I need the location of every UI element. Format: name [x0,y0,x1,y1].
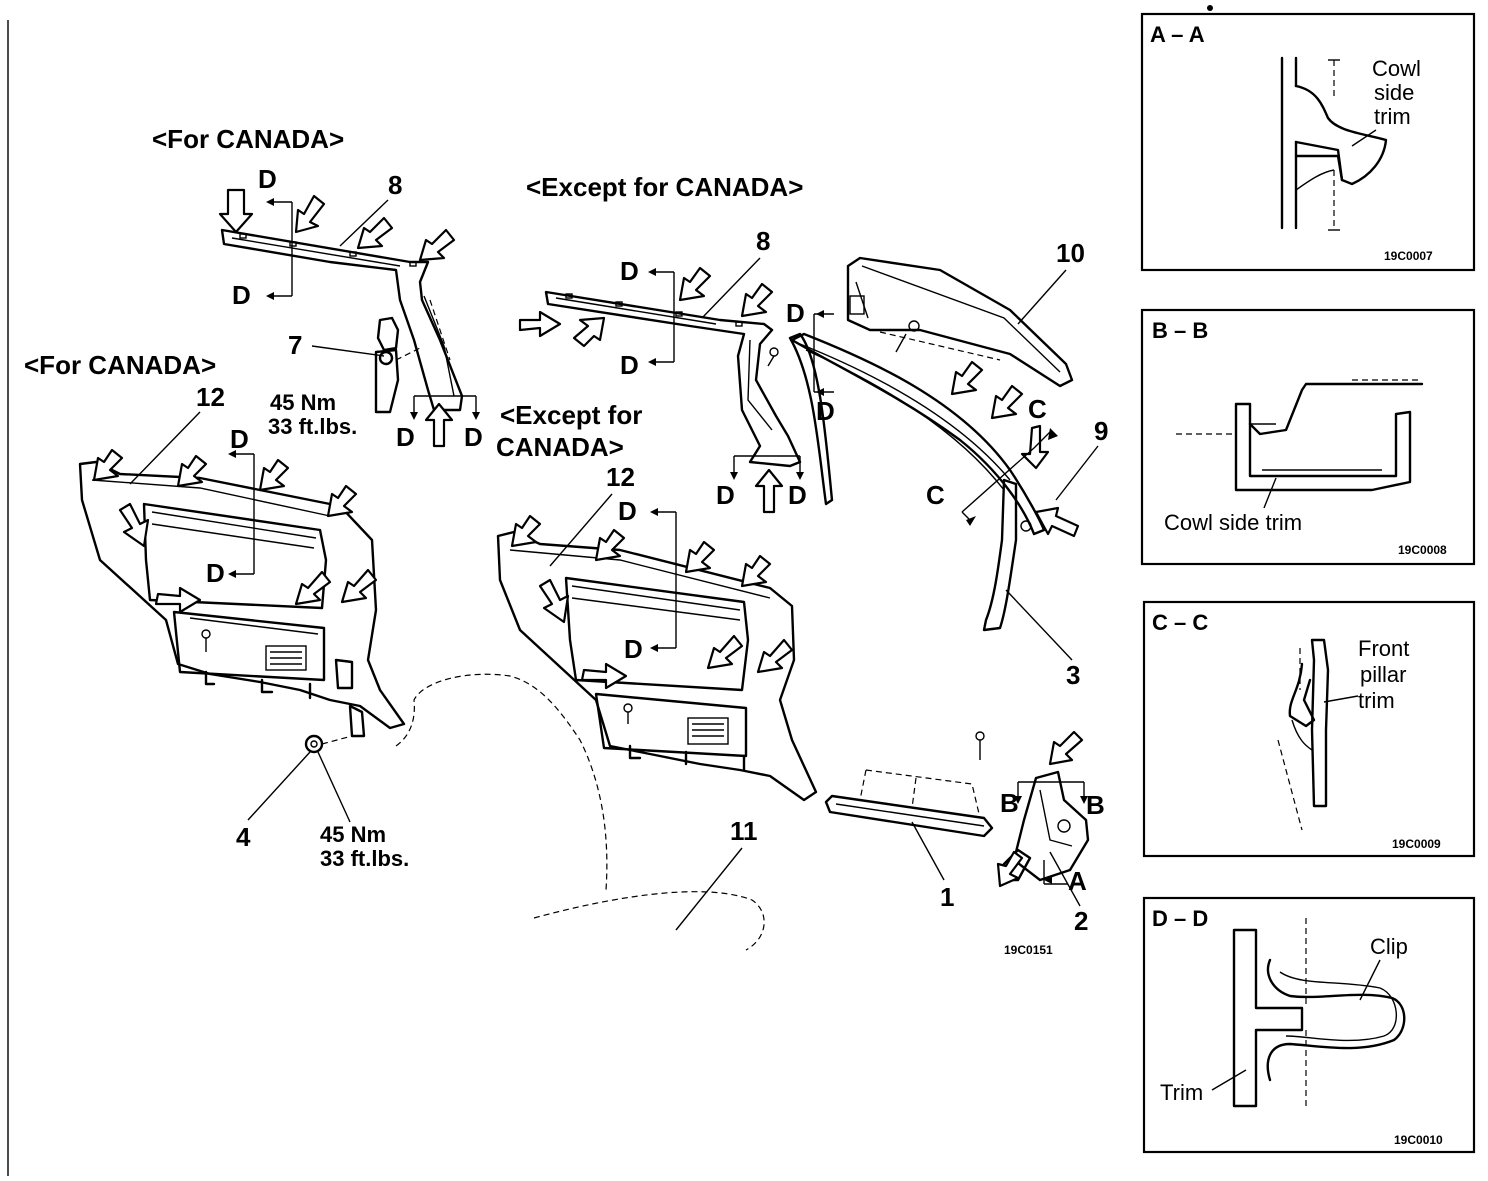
svg-text:D: D [620,350,639,380]
inset-b-title: B – B [1152,318,1208,343]
floor-carpet [395,673,765,951]
inset-c-title: C – C [1152,610,1208,635]
part-9: 9 [1094,416,1108,446]
svg-text:D: D [206,558,225,588]
inset-c-label-1: Front [1358,636,1409,661]
svg-text:D: D [624,634,643,664]
part-10: 10 [1056,238,1085,268]
inset-d-label-trim: Trim [1160,1080,1203,1105]
inset-d-code: 19C0010 [1394,1133,1443,1147]
section-c: C C [926,394,1058,526]
part-12-except: 12 [606,462,635,492]
inset-a-label-1: Cowl [1372,56,1421,81]
svg-text:D: D [258,164,277,194]
title-except-canada-mid-2: CANADA> [496,432,624,462]
torque-lower-nm: 45 Nm [320,822,386,847]
svg-text:D: D [230,424,249,454]
part-8-canada: 8 [388,170,402,200]
inset-a-code: 19C0007 [1384,249,1433,263]
svg-text:C: C [1028,394,1047,424]
part-12-canada: 12 [196,382,225,412]
svg-text:B: B [1000,788,1019,818]
section-d-canada-pillar: D D D D [232,164,483,452]
seatbelt-anchor-upper [374,316,421,414]
inset-d-title: D – D [1152,906,1208,931]
inset-a-a: A – A Cowl side trim 19C0007 [1140,5,1476,272]
inset-b-label: Cowl side trim [1164,510,1302,535]
section-a-b: B B A [1000,781,1105,896]
inset-a-label-2: side [1374,80,1414,105]
svg-text:D: D [464,422,483,452]
arrows-canada-quarter [92,448,378,614]
inset-a-label-3: trim [1374,104,1411,129]
scuff-plate [824,731,994,838]
svg-text:B: B [1086,790,1105,820]
section-d-except-quarter: D D [618,496,677,664]
svg-text:D: D [716,480,735,510]
svg-text:D: D [788,480,807,510]
svg-text:D: D [396,422,415,452]
svg-text:D: D [620,256,639,286]
quarter-trim-canada [78,460,406,738]
inset-c-c: C – C Front pillar trim 19C0009 [1142,600,1476,858]
title-except-canada-mid-1: <Except for [500,400,642,430]
main-figure-code: 19C0151 [1004,943,1053,957]
inset-c-label-2: pillar [1360,662,1406,687]
torque-lower-ftlbs: 33 ft.lbs. [320,846,409,871]
title-except-canada-top: <Except for CANADA> [526,172,803,202]
inset-b-code: 19C0008 [1398,543,1447,557]
inset-b-b: B – B Cowl side trim 19C0008 [1140,308,1476,566]
part-2: 2 [1074,906,1088,936]
cowl-top-trim [846,256,1074,388]
svg-text:A: A [1068,866,1087,896]
pillar-trim-except [544,290,802,468]
seatbelt-anchor-lower [304,734,353,754]
pillar-trim-canada [220,228,464,412]
inset-a-title: A – A [1150,22,1205,47]
torque-upper-ftlbs: 33 ft.lbs. [268,414,357,439]
door-weatherstrip [788,332,834,506]
part-4: 4 [236,822,251,852]
svg-text:D: D [786,298,805,328]
inset-d-d: D – D Clip Trim 19C0010 [1142,896,1476,1154]
part-8-except: 8 [756,226,770,256]
svg-text:D: D [618,496,637,526]
part-1: 1 [940,882,954,912]
section-d-except-pillar: D D D D D D [620,256,835,510]
inset-d-label-clip: Clip [1370,934,1408,959]
title-for-canada-top: <For CANADA> [152,124,344,154]
arrows-except-quarter [510,514,794,690]
svg-text:D: D [816,396,835,426]
arrows-cowl-side [996,730,1084,888]
front-pillar-trim [790,332,1046,632]
part-11: 11 [730,816,758,846]
part-7: 7 [288,330,302,360]
section-d-canada-quarter: D D [206,424,255,588]
inset-c-code: 19C0009 [1392,837,1441,851]
part-3: 3 [1066,660,1080,690]
svg-text:C: C [926,480,945,510]
torque-upper-nm: 45 Nm [270,390,336,415]
svg-text:D: D [232,280,251,310]
arrows-canada-pillar [218,188,456,448]
quarter-trim-except [496,530,818,802]
title-for-canada-left: <For CANADA> [24,350,216,380]
arrows-except-pillar [518,266,784,514]
inset-c-label-3: trim [1358,688,1395,713]
